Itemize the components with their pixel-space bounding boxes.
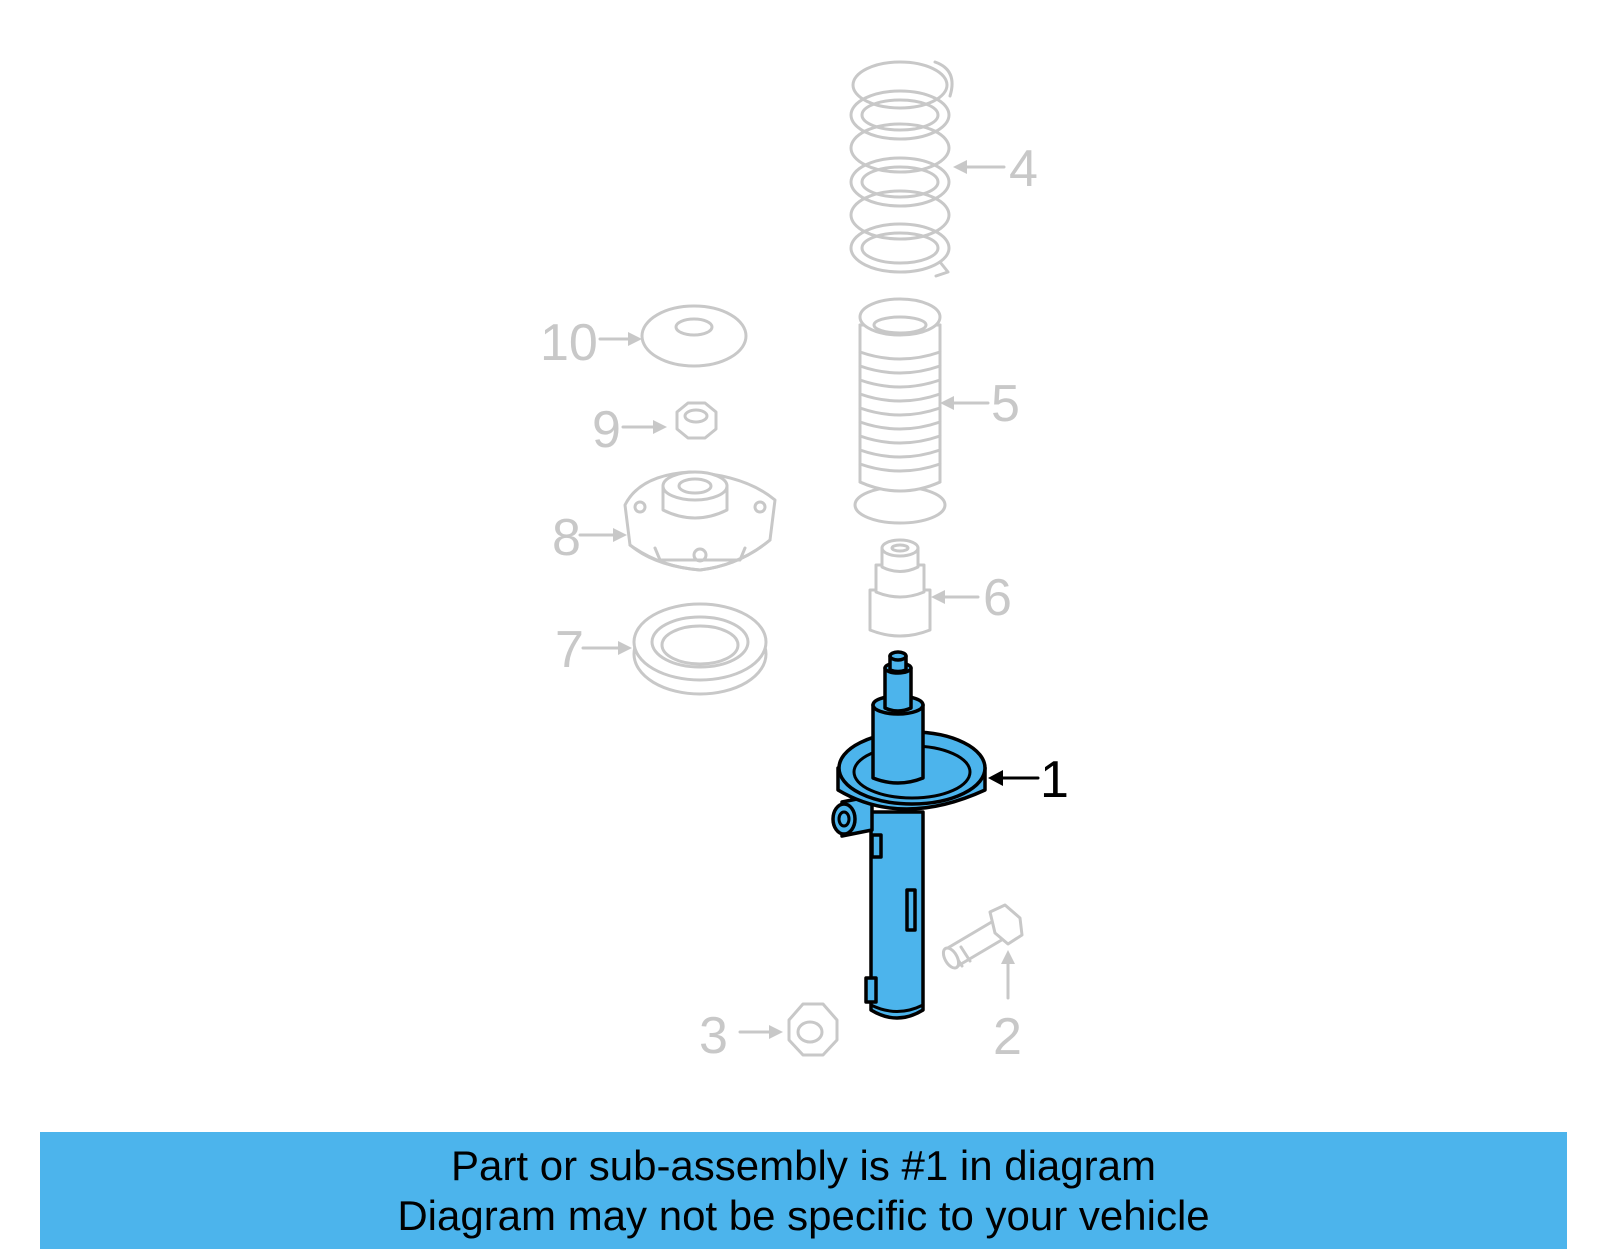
callout-7-label: 7	[555, 621, 584, 679]
nut-part-9[interactable]	[675, 401, 718, 440]
callout-5: 5	[940, 375, 1020, 433]
callout-10-label: 10	[540, 314, 598, 372]
callout-3-label: 3	[699, 1007, 728, 1065]
callout-8-label: 8	[552, 509, 581, 567]
info-banner: Part or sub-assembly is #1 in diagram Di…	[40, 1132, 1567, 1249]
coil-spring-part-4[interactable]	[849, 60, 954, 278]
strut-part-1[interactable]	[831, 650, 987, 1020]
callout-7: 7	[555, 621, 632, 679]
banner-background	[40, 1132, 1567, 1249]
callout-10: 10	[540, 314, 642, 372]
callout-4-label: 4	[1009, 140, 1038, 198]
strut-mount-part-8[interactable]	[623, 470, 777, 572]
banner-line-2: Diagram may not be specific to your vehi…	[397, 1191, 1210, 1239]
callout-3: 3	[699, 1007, 783, 1065]
callout-2: 2	[993, 950, 1022, 1066]
callout-9: 9	[592, 401, 667, 459]
callout-1: 1	[988, 751, 1069, 809]
callout-8: 8	[552, 509, 627, 567]
callout-2-label: 2	[993, 1008, 1022, 1066]
banner-line-1: Part or sub-assembly is #1 in diagram	[451, 1141, 1156, 1189]
callout-5-label: 5	[991, 375, 1020, 433]
dust-boot-part-5[interactable]	[853, 297, 947, 525]
callout-6-label: 6	[983, 569, 1012, 627]
bearing-part-7[interactable]	[632, 602, 768, 696]
bump-stop-part-6[interactable]	[868, 538, 932, 638]
bolt-part-2[interactable]	[940, 903, 1024, 971]
washer-part-10[interactable]	[640, 304, 748, 368]
callout-6: 6	[931, 569, 1012, 627]
callout-1-label: 1	[1040, 751, 1069, 809]
callout-4: 4	[953, 140, 1038, 198]
callout-9-label: 9	[592, 401, 621, 459]
nut-part-3[interactable]	[787, 1002, 839, 1057]
